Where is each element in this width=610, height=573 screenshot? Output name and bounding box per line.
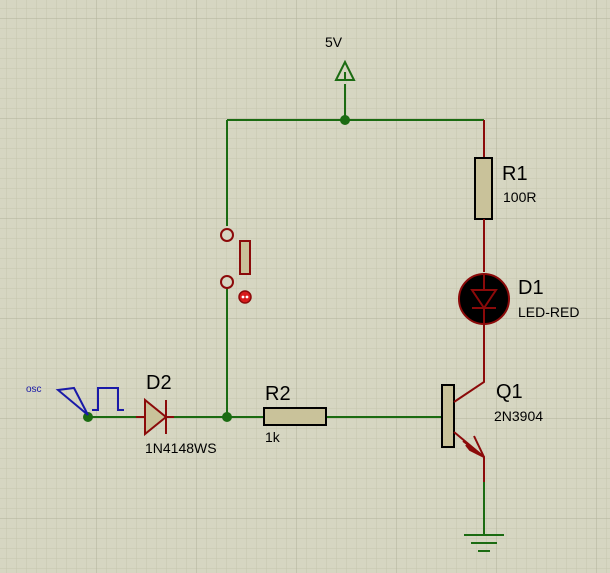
transistor-q1[interactable]: Q1 2N3904 bbox=[441, 360, 543, 482]
led-d1[interactable]: D1 LED-RED bbox=[458, 273, 579, 360]
d1-value: LED-RED bbox=[518, 304, 579, 320]
d2-ref: D2 bbox=[146, 372, 172, 394]
r2-ref: R2 bbox=[265, 383, 291, 405]
osc-label: osc bbox=[26, 384, 42, 395]
push-button[interactable] bbox=[220, 228, 252, 304]
diode-d2[interactable]: D2 1N4148WS bbox=[136, 372, 217, 456]
junction-top bbox=[340, 115, 350, 125]
osc-generator[interactable]: osc bbox=[26, 384, 124, 416]
button-actuator-icon[interactable] bbox=[238, 290, 252, 304]
resistor-r2[interactable]: R2 1k bbox=[263, 383, 327, 445]
resistor-r1[interactable]: R1 100R bbox=[474, 120, 536, 272]
q1-ref: Q1 bbox=[496, 381, 523, 403]
r1-ref: R1 bbox=[502, 163, 528, 185]
power-terminal-5v[interactable]: 5V bbox=[325, 34, 356, 81]
junction-middle bbox=[222, 412, 232, 422]
d1-ref: D1 bbox=[518, 277, 544, 299]
q1-value: 2N3904 bbox=[494, 408, 543, 424]
junction-osc bbox=[83, 412, 93, 422]
r1-value: 100R bbox=[503, 189, 536, 205]
power-label: 5V bbox=[325, 34, 343, 50]
ground-symbol[interactable] bbox=[464, 534, 504, 552]
d2-value: 1N4148WS bbox=[145, 440, 217, 456]
r2-value: 1k bbox=[265, 429, 281, 445]
square-wave-icon bbox=[92, 387, 124, 411]
